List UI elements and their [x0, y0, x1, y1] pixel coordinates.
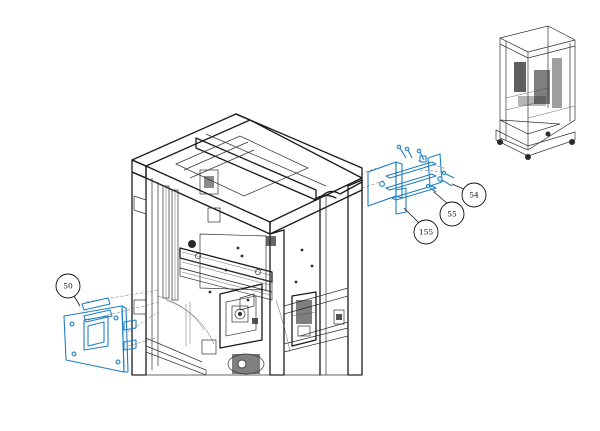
side-panel-assembly	[63, 289, 161, 373]
callout-54-label: 54	[469, 191, 479, 200]
callout-50-bubble	[55, 273, 81, 299]
overview-thumbnail	[495, 25, 576, 160]
fastener-54	[437, 170, 455, 187]
callout-55-label: 55	[447, 210, 457, 219]
callout-50-label: 50	[63, 282, 73, 291]
callout-155-label: 155	[419, 228, 434, 237]
screw-set-upper	[396, 144, 425, 161]
callout-55-bubble	[439, 201, 465, 227]
callout-54-bubble	[461, 182, 487, 208]
fastener-55	[425, 183, 437, 193]
callout-55: 55	[433, 191, 465, 227]
callout-155-bubble	[413, 219, 439, 245]
internal-mechanism	[157, 169, 345, 375]
callout-155: 155	[403, 207, 439, 245]
callout-54: 54	[451, 182, 487, 208]
machine-frame	[131, 113, 363, 376]
upper-bracket-assembly	[355, 144, 455, 215]
callout-50: 50	[55, 273, 81, 307]
